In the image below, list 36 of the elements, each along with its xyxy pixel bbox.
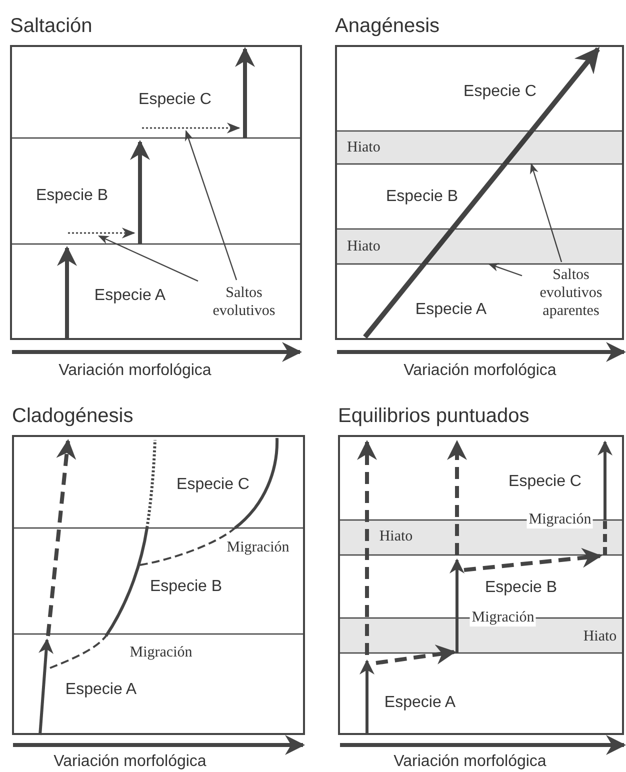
axis-label: Variación morfológica [58, 362, 212, 380]
axis-label: Variación morfológica [404, 362, 556, 380]
leader-line [530, 162, 562, 262]
panel-title: Saltación [10, 15, 92, 38]
axis-label: Variación morfológica [394, 753, 546, 771]
region-label: Especie A [384, 694, 456, 712]
region-label: Hiato [583, 628, 617, 646]
region-label: Migración [470, 610, 536, 626]
region-label: Especie A [94, 287, 166, 305]
region-label: Especie A [415, 301, 487, 319]
region-label: Especie C [464, 83, 536, 101]
region-label: Especie C [508, 473, 582, 491]
region-label: Especie C [176, 476, 250, 494]
region-label: Especie B [36, 187, 108, 205]
band-label: Hiato [347, 238, 380, 256]
panel-title: Anagénesis [335, 15, 440, 38]
leader-line [98, 235, 198, 282]
region-label: Migración [130, 644, 192, 662]
gap-band [337, 230, 623, 264]
region-label: Especie B [150, 578, 222, 596]
callout-text: Saltos evolutivos aparentes [522, 262, 620, 324]
band-label: Hiato [347, 140, 380, 156]
region-label: Especie C [138, 91, 212, 109]
gap-band [337, 132, 623, 164]
panel-title: Cladogénesis [12, 405, 134, 428]
leader-line [488, 263, 522, 276]
callout-text: Saltos evolutivos [198, 280, 290, 324]
region-label: Especie B [484, 579, 558, 597]
panel-title: Equilibrios puntuados [338, 405, 530, 428]
axis-label: Variación morfológica [54, 753, 206, 771]
region-label: Hiato [379, 528, 413, 546]
leader-line [185, 130, 238, 280]
region-label: Migración [226, 540, 290, 556]
region-label: Especie A [65, 681, 137, 699]
region-label: Migración [526, 512, 594, 528]
region-label: Especie B [386, 188, 458, 206]
